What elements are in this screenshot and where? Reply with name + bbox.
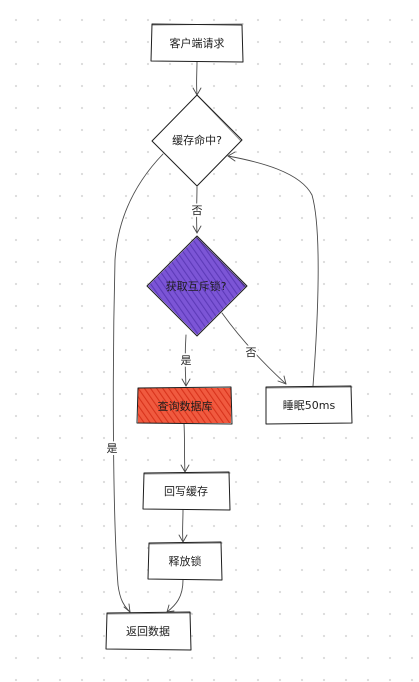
edge-cache-hit	[112, 153, 164, 613]
node-client-request: 客户端请求	[150, 23, 244, 63]
node-sleep: 睡眠50ms	[265, 385, 353, 425]
edge-label-cache-miss: 否	[192, 204, 203, 217]
edge-write-to-release	[178, 509, 188, 543]
node-return-data-label: 返回数据	[126, 624, 170, 638]
edge-release-to-return	[166, 579, 184, 613]
node-query-db-label: 查询数据库	[158, 399, 213, 413]
edge-sleep-retry	[227, 151, 319, 387]
node-release-lock-label: 释放锁	[169, 554, 202, 568]
node-get-lock: 获取互斥锁?	[146, 235, 248, 337]
node-write-cache-label: 回写缓存	[164, 484, 208, 498]
node-release-lock: 释放锁	[147, 541, 223, 581]
node-query-db: 查询数据库	[136, 386, 233, 425]
edge-label-cache-yes: 是	[107, 442, 118, 455]
node-cache-hit: 缓存命中?	[151, 94, 243, 187]
node-get-lock-label: 获取互斥锁?	[166, 279, 227, 293]
edges-layer	[112, 61, 319, 613]
node-cache-hit-label: 缓存命中?	[172, 133, 222, 147]
edge-db-to-write	[180, 423, 190, 473]
node-return-data: 返回数据	[105, 611, 192, 651]
node-client-request-label: 客户端请求	[170, 36, 225, 50]
node-sleep-label: 睡眠50ms	[283, 399, 336, 412]
edge-label-lock-no: 否	[246, 346, 257, 359]
edge-request-to-cache	[192, 61, 202, 96]
edge-cache-miss	[192, 186, 202, 234]
edge-label-lock-yes: 是	[181, 354, 192, 367]
node-write-cache: 回写缓存	[142, 471, 231, 511]
edge-lock-no	[221, 312, 287, 385]
edge-lock-yes	[181, 334, 191, 387]
